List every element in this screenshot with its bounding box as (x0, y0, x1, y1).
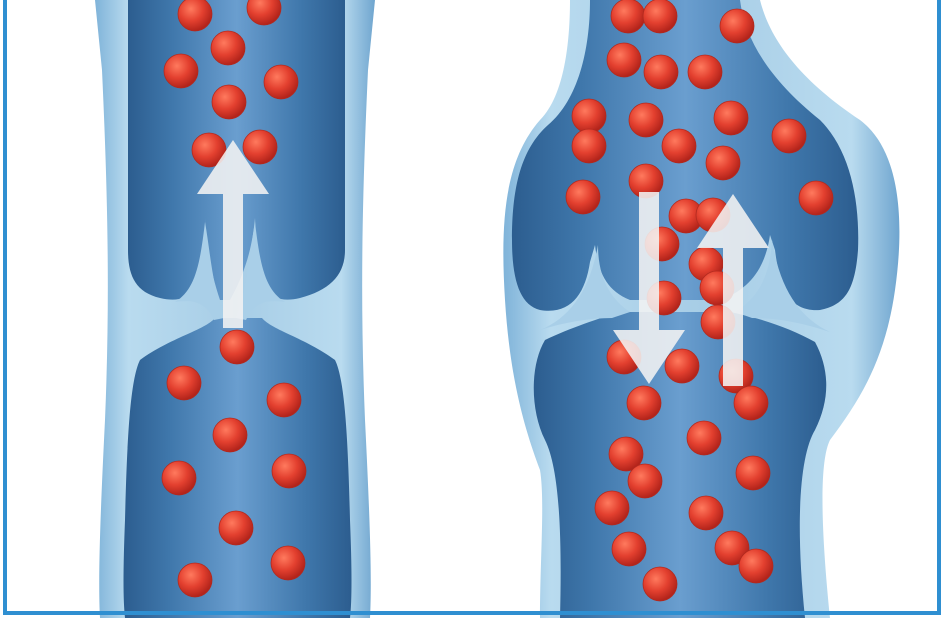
blood-cell (628, 464, 662, 498)
blood-cell (739, 549, 773, 583)
blood-cell (566, 180, 600, 214)
blood-cell (611, 0, 645, 33)
blood-cell (572, 99, 606, 133)
blood-cell (687, 421, 721, 455)
blood-cell (714, 101, 748, 135)
blood-cell (643, 567, 677, 601)
blood-cell (595, 491, 629, 525)
blood-cell (211, 31, 245, 65)
blood-cell (665, 349, 699, 383)
blood-cell (629, 103, 663, 137)
blood-cell (164, 54, 198, 88)
blood-cell (212, 85, 246, 119)
blood-cell (271, 546, 305, 580)
blood-cell (607, 43, 641, 77)
blood-cell (219, 511, 253, 545)
blood-cell (736, 456, 770, 490)
blood-cell (643, 0, 677, 33)
blood-cell (688, 55, 722, 89)
blood-cell (162, 461, 196, 495)
blood-cell (689, 496, 723, 530)
blood-cell (720, 9, 754, 43)
blood-cell (272, 454, 306, 488)
blood-cell (243, 130, 277, 164)
blood-cell (706, 146, 740, 180)
blood-cell (734, 386, 768, 420)
blood-cell (612, 532, 646, 566)
blood-cell (178, 0, 212, 31)
blood-cell (772, 119, 806, 153)
blood-cell (167, 366, 201, 400)
blood-cell (662, 129, 696, 163)
blood-cell (572, 129, 606, 163)
blood-cell (644, 55, 678, 89)
blood-cell (799, 181, 833, 215)
blood-cell (213, 418, 247, 452)
blood-cell (178, 563, 212, 597)
blood-cell (264, 65, 298, 99)
blood-cell (220, 330, 254, 364)
blood-cell (267, 383, 301, 417)
blood-cell (627, 386, 661, 420)
